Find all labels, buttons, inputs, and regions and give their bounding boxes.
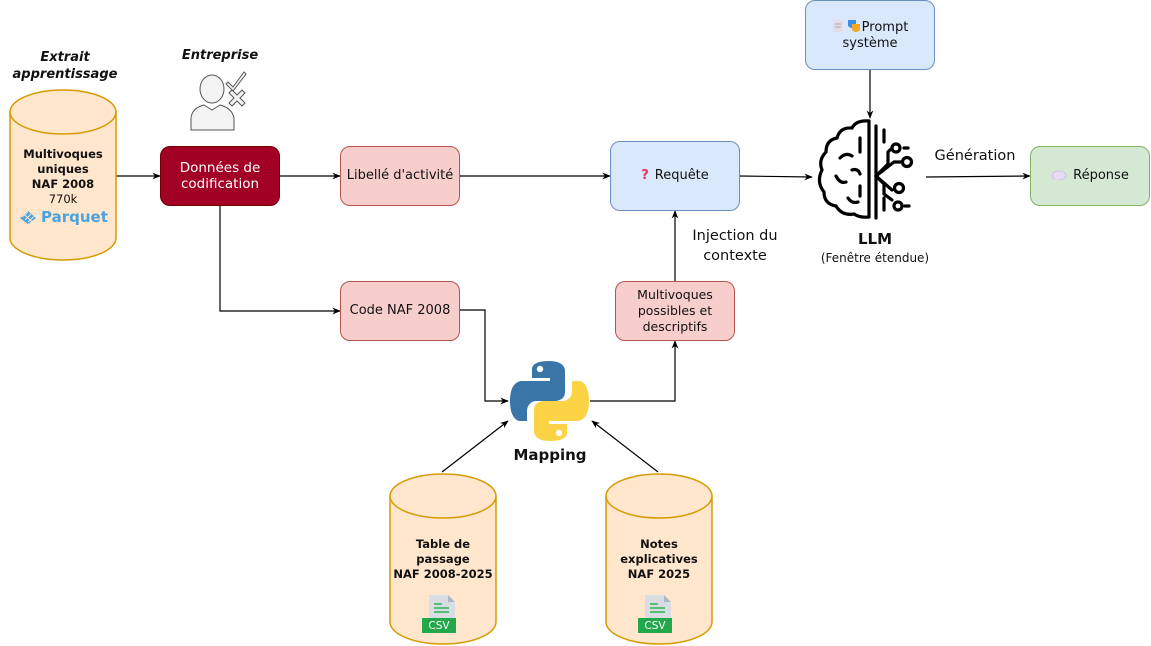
notes-explicatives-cylinder[interactable] (604, 472, 714, 646)
injection-label: Injection du contexte (692, 228, 778, 264)
ai-brain-icon (817, 119, 914, 220)
code-naf-box[interactable]: Code NAF 2008 (340, 281, 460, 341)
generation-label: Génération (934, 148, 1016, 164)
llm-subtitle: (Fenêtre étendue) (820, 251, 930, 265)
mapping-label: Mapping (513, 446, 587, 464)
speech-bubble-icon (1051, 170, 1067, 182)
llm-title: LLM (857, 230, 893, 248)
document-masks-icon (832, 19, 860, 32)
donnees-codification-box[interactable]: Données de codification (160, 146, 280, 206)
table-passage-cylinder[interactable] (388, 472, 498, 646)
notes-explicatives-text: Notes explicatives NAF 2025 (620, 537, 698, 581)
question-mark-icon: ? (641, 168, 649, 183)
multivoques-box[interactable]: Multivoques possibles et descriptifs (615, 281, 735, 341)
parquet-badge: Parquet (18, 208, 110, 226)
csv-file-icon: CSV (638, 594, 676, 634)
source-db-text: Multivoques uniques NAF 2008 770k (23, 147, 103, 206)
libelle-activite-box[interactable]: Libellé d'activité (340, 146, 460, 206)
csv-file-icon: CSV (422, 594, 460, 634)
source-caption: Extrait apprentissage (12, 50, 118, 82)
requete-box[interactable]: ? Requête (610, 141, 740, 211)
table-passage-text: Table de passage NAF 2008-2025 (393, 537, 493, 581)
parquet-icon (20, 211, 36, 224)
person-check-cross-icon (190, 71, 247, 131)
edge-notes-to-mapping (591, 420, 659, 473)
edge-code-to-mapping (460, 309, 509, 405)
reponse-box[interactable]: Réponse (1030, 146, 1150, 206)
source-database-cylinder[interactable] (8, 88, 118, 262)
edge-donnees-to-code (219, 205, 341, 315)
edge-requete-to-llm (739, 173, 813, 181)
prompt-systeme-box[interactable]: Prompt système (805, 0, 935, 70)
entreprise-caption: Entreprise (181, 48, 259, 63)
edge-mapping-to-multivoques (590, 340, 679, 402)
edge-table-to-mapping (441, 420, 509, 473)
edge-llm-to-reponse (925, 172, 1031, 180)
python-logo-icon[interactable] (509, 361, 591, 441)
